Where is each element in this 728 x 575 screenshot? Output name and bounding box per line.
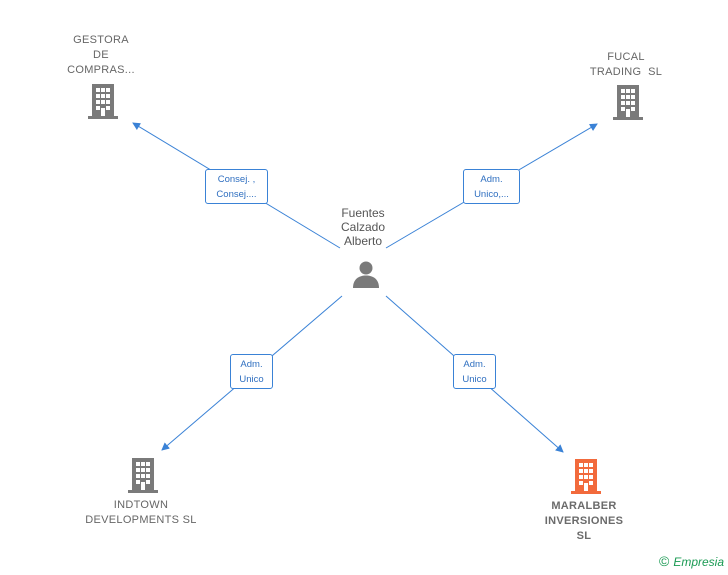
edge-role-maralber[interactable]: Adm. Unico <box>453 354 496 389</box>
node-label-line: MARALBER <box>551 500 617 512</box>
edge-role-fucal[interactable]: Adm. Unico,... <box>463 169 520 204</box>
edge-role-line: Adm. <box>480 174 503 185</box>
building-icon-highlight[interactable] <box>570 459 602 495</box>
edge-role-line: Adm. <box>463 359 486 370</box>
node-label-fucal[interactable]: FUCAL TRADING SL <box>576 50 676 80</box>
center-name-line: Calzado <box>340 220 386 234</box>
node-label-line: GESTORA <box>73 34 129 46</box>
edge-role-line: Unico <box>239 374 264 385</box>
edge-role-line: Unico <box>462 374 487 385</box>
building-icon[interactable] <box>127 458 159 494</box>
edge-role-gestora[interactable]: Consej. , Consej.... <box>205 169 268 204</box>
building-icon[interactable] <box>612 85 644 121</box>
edge-role-line: Consej. , <box>217 174 256 185</box>
edge-role-indtown[interactable]: Adm. Unico <box>230 354 273 389</box>
center-name-line: Alberto <box>343 234 383 248</box>
copyright-icon: © <box>658 553 670 569</box>
node-label-line: DEVELOPMENTS SL <box>85 514 197 526</box>
node-label-indtown[interactable]: INDTOWN DEVELOPMENTS SL <box>71 498 211 528</box>
edge-role-line: Adm. <box>240 359 263 370</box>
node-label-line: INVERSIONES <box>544 515 624 527</box>
edge-role-line: Consej.... <box>216 189 257 200</box>
node-label-line: SL <box>576 530 592 542</box>
node-label-maralber[interactable]: MARALBER INVERSIONES SL <box>526 499 642 544</box>
edge-role-line: Unico,... <box>474 189 509 200</box>
node-label-line: COMPRAS... <box>67 64 135 76</box>
building-icon[interactable] <box>87 84 119 120</box>
center-person-name[interactable]: Fuentes Calzado Alberto <box>323 206 403 248</box>
person-icon[interactable] <box>351 259 381 289</box>
node-label-gestora[interactable]: GESTORA DE COMPRAS... <box>51 33 151 78</box>
node-label-line: DE <box>93 49 109 61</box>
node-label-line: INDTOWN <box>113 499 169 511</box>
node-label-line: FUCAL <box>607 51 645 63</box>
node-label-line: TRADING SL <box>589 66 663 78</box>
brand-name: Empresia <box>673 555 724 569</box>
empresia-logo[interactable]: ©Empresia <box>659 553 724 569</box>
center-name-line: Fuentes <box>341 206 385 220</box>
